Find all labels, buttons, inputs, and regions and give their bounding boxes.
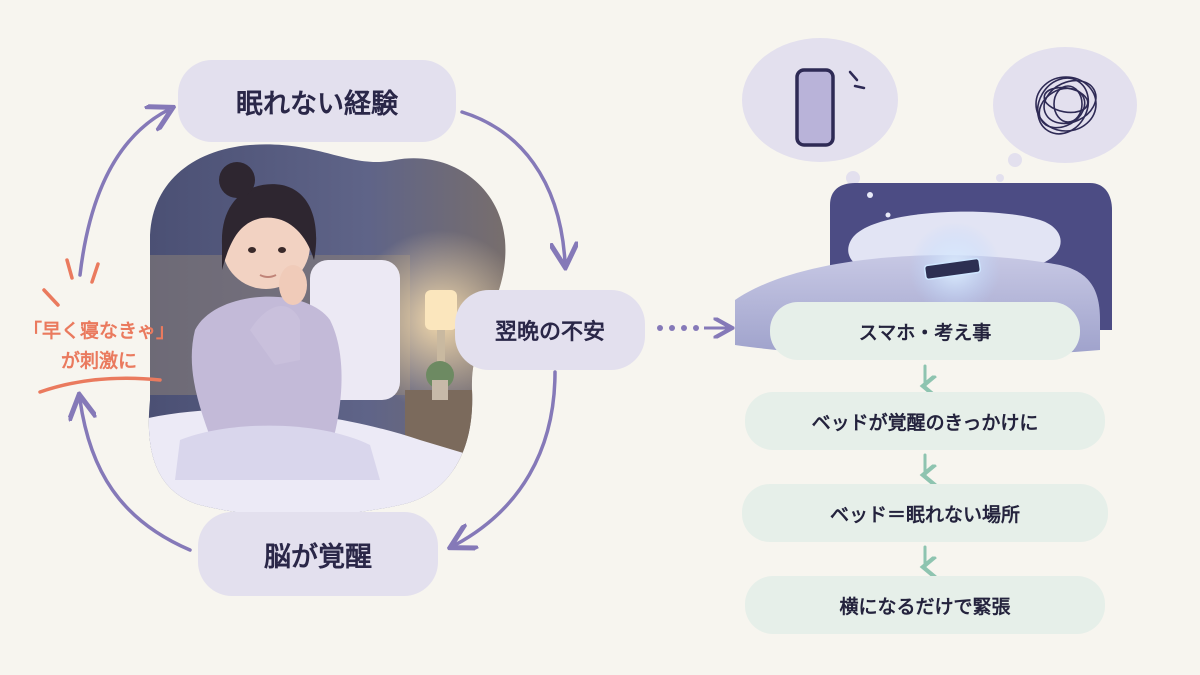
flow-step-4: 横になるだけで緊張 — [745, 576, 1105, 634]
arrow-left-to-top — [78, 110, 168, 277]
cycle-node-top-label: 眠れない経験 — [236, 88, 398, 120]
dotted-connector — [657, 325, 728, 331]
cycle-node-right-label: 翌晩の不安 — [494, 320, 605, 345]
flow-step-2: ベッドが覚醒のきっかけに — [745, 392, 1105, 450]
annotation-line-2: が刺激に — [60, 350, 137, 372]
cycle-node-top: 眠れない経験 — [178, 60, 456, 142]
cycle-node-bottom: 脳が覚醒 — [198, 512, 438, 596]
thought-bubble-phone — [742, 38, 898, 204]
flow-step-1-label: スマホ・考え事 — [858, 321, 992, 344]
cycle-node-bottom-label: 脳が覚醒 — [264, 541, 372, 573]
flow-step-3: ベッド＝眠れない場所 — [742, 484, 1108, 542]
annotation: 「早く寝なきゃ」 が刺激に — [10, 316, 188, 376]
flow-step-4-label: 横になるだけで緊張 — [839, 595, 1011, 618]
smartphone-icon — [795, 68, 866, 147]
tangled-thoughts-icon — [1035, 76, 1097, 135]
arrow-bottom-to-left — [80, 400, 192, 552]
annotation-line-1: 「早く寝なきゃ」 — [22, 320, 175, 342]
flow-step-3-label: ベッド＝眠れない場所 — [829, 503, 1020, 526]
cycle-arrows — [78, 110, 565, 552]
arrow-right-to-bottom — [455, 370, 557, 545]
cycle-node-right: 翌晩の不安 — [455, 290, 645, 370]
thought-bubble-tangle — [993, 47, 1137, 182]
flow-step-1: スマホ・考え事 — [770, 302, 1080, 360]
arrow-top-to-right — [460, 110, 565, 262]
flow-step-2-label: ベッドが覚醒のきっかけに — [811, 411, 1039, 434]
annotation-decoration — [38, 258, 162, 394]
